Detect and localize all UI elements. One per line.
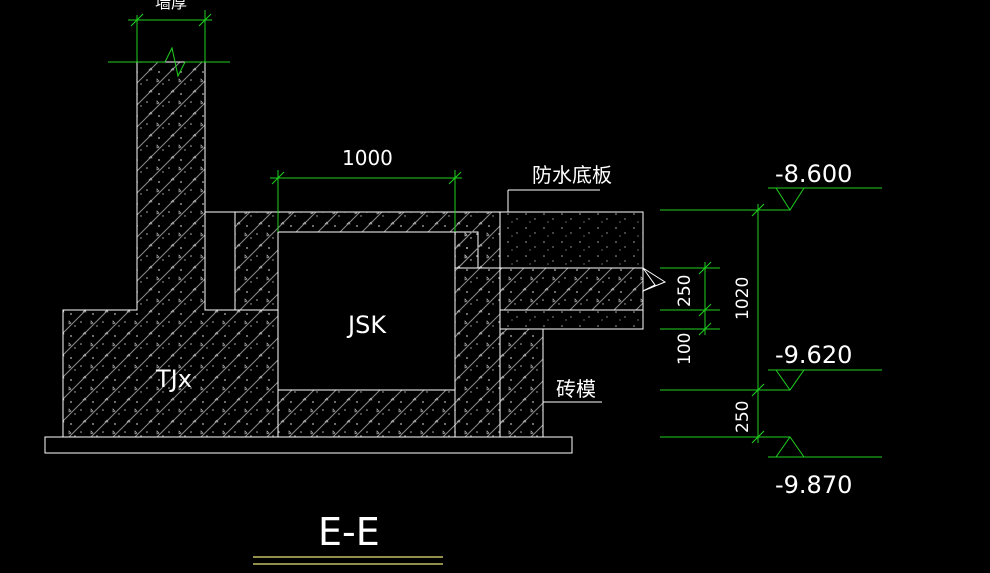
dim-pit-width [270,170,462,232]
top-dimension-label: 墙厚 [155,0,187,12]
dim-bottom-slab-label: 100 [675,333,695,365]
dim-wall-thickness [108,10,230,78]
pit-width-label: 1000 [342,146,393,170]
pit-label: JSK [346,311,387,339]
pit-side-fill [204,211,279,311]
waterproof-slab [499,267,644,311]
section-title: E-E [318,510,380,554]
foundation-base [44,436,573,454]
brick-mold-label: 砖模 [556,377,596,401]
slab-break-line [642,267,667,292]
pit-void [277,231,456,391]
dim-total-label: 1020 [733,277,753,320]
pit-bottom-slab [277,389,456,438]
elev-bottom-label: -9.870 [775,471,852,499]
brick-mold [499,328,544,438]
pit-right-cap [454,211,501,269]
elev-mid-label: -9.620 [775,341,852,369]
slab-bottom-layer [499,309,644,330]
pit-top-cap [277,211,456,233]
slab-upper-layer [499,211,644,269]
dim-slab-label: 250 [675,275,695,307]
dim-elevations [660,187,882,458]
elev-top-label: -8.600 [775,160,852,188]
slab-label: 防水底板 [532,163,612,187]
footing-label: TJx [155,365,192,393]
dim-footing-label: 250 [733,401,753,433]
